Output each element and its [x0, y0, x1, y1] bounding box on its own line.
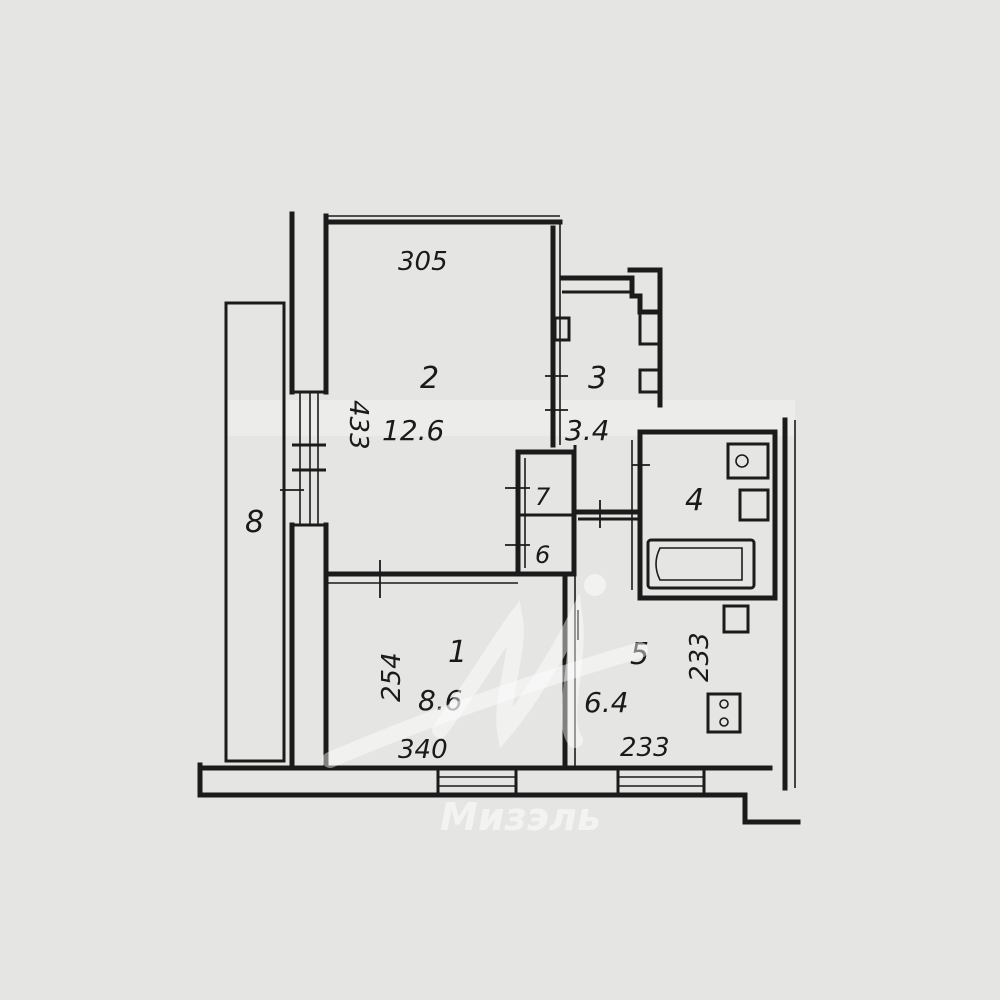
room-2-width-label: 305 — [398, 247, 448, 277]
room-5-height-label: 233 — [685, 632, 715, 682]
room-2-number: 2 — [420, 361, 439, 396]
interior-walls — [323, 222, 778, 771]
room-1-number: 1 — [448, 635, 467, 670]
room-7-number: 7 — [535, 483, 551, 511]
room-4-number: 4 — [685, 483, 704, 518]
watermark-logo — [322, 574, 648, 768]
room-8-number: 8 — [245, 505, 264, 540]
room-3-area: 3.4 — [565, 414, 610, 447]
bath-fixtures — [646, 442, 770, 590]
room-6-number: 6 — [535, 541, 550, 569]
room-3-number: 3 — [588, 361, 607, 396]
room-1-width-label: 340 — [398, 735, 448, 765]
room-2-height-label: 433 — [343, 400, 373, 450]
room-2-area: 12.6 — [382, 414, 444, 447]
door-marks — [280, 375, 650, 640]
watermark-text: Мизэль — [440, 795, 601, 839]
room-5-width-label: 233 — [620, 733, 670, 763]
room-8-outline — [224, 301, 286, 763]
room-1-height-label: 254 — [377, 652, 407, 702]
kitchen-stove — [706, 692, 742, 734]
room-5-area: 6.4 — [584, 686, 629, 719]
room-1-area: 8.6 — [418, 684, 463, 717]
room-5-number: 5 — [630, 637, 649, 672]
bottom-windows — [436, 766, 706, 797]
